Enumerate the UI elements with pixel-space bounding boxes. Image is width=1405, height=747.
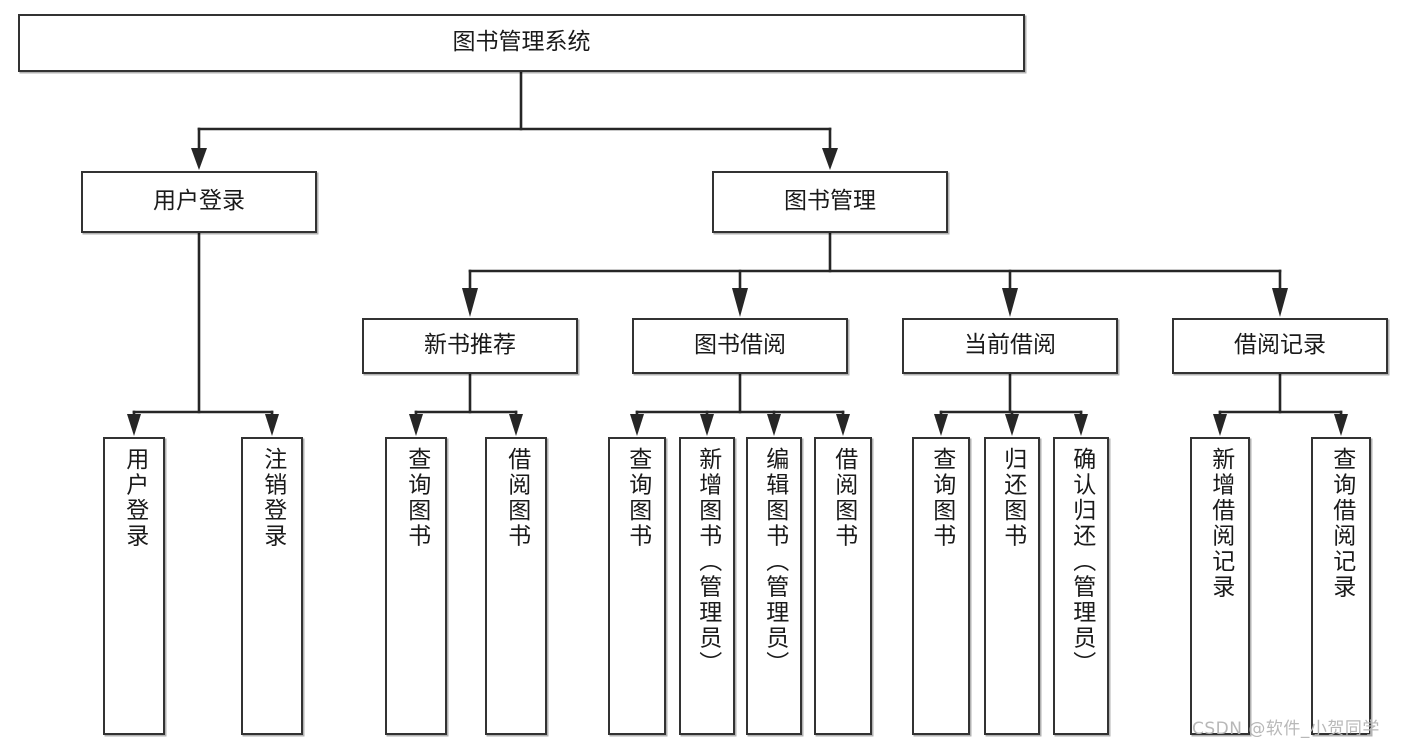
node-leaf-borrow-edit-book[interactable]: 编辑图书（管理员） (746, 437, 802, 735)
node-leaf-borrow-add-book-label: 新增图书（管理员） (694, 447, 721, 677)
node-leaf-cur-confirm-return[interactable]: 确认归还（管理员） (1053, 437, 1109, 735)
arrowhead-icon (732, 288, 748, 317)
node-leaf-borrow-lend-book[interactable]: 借阅图书 (814, 437, 872, 735)
arrowhead-icon (1002, 288, 1018, 317)
arrowhead-icon (822, 148, 838, 170)
node-root-label: 图书管理系统 (452, 29, 591, 56)
arrowhead-icon (409, 414, 423, 436)
node-leaf-user-logout-label: 注销登录 (259, 447, 286, 549)
node-borrow-record-label: 借阅记录 (1234, 332, 1326, 359)
arrowhead-icon (934, 414, 948, 436)
node-borrow-record[interactable]: 借阅记录 (1172, 318, 1388, 374)
node-leaf-cur-return-book[interactable]: 归还图书 (984, 437, 1040, 735)
node-current-borrow-label: 当前借阅 (964, 332, 1056, 359)
node-leaf-borrow-query-book[interactable]: 查询图书 (608, 437, 666, 735)
node-leaf-cur-return-book-label: 归还图书 (999, 447, 1026, 549)
arrowhead-icon (462, 288, 478, 317)
node-current-borrow[interactable]: 当前借阅 (902, 318, 1118, 374)
node-leaf-borrow-query-book-label: 查询图书 (624, 447, 651, 549)
node-leaf-user-logout[interactable]: 注销登录 (241, 437, 303, 735)
node-leaf-cur-confirm-return-label: 确认归还（管理员） (1068, 447, 1095, 677)
arrowhead-icon (127, 414, 141, 436)
node-root[interactable]: 图书管理系统 (18, 14, 1025, 72)
watermark-text: CSDN @软件_小贺同学 (1192, 719, 1380, 739)
node-leaf-user-login[interactable]: 用户登录 (103, 437, 165, 735)
node-new-book-rec-label: 新书推荐 (424, 332, 516, 359)
arrowhead-icon (700, 414, 714, 436)
node-leaf-cur-query-book[interactable]: 查询图书 (912, 437, 970, 735)
node-leaf-borrow-edit-book-label: 编辑图书（管理员） (761, 447, 788, 677)
node-leaf-rec-borrow-book-label: 借阅图书 (503, 447, 530, 549)
node-book-borrow[interactable]: 图书借阅 (632, 318, 848, 374)
arrowhead-icon (630, 414, 644, 436)
node-book-manage[interactable]: 图书管理 (712, 171, 948, 233)
node-leaf-rec-query-record[interactable]: 查询借阅记录 (1311, 437, 1371, 735)
node-leaf-rec-query-record-label: 查询借阅记录 (1328, 447, 1355, 600)
node-leaf-user-login-label: 用户登录 (121, 447, 148, 549)
node-leaf-borrow-lend-book-label: 借阅图书 (830, 447, 857, 549)
node-leaf-borrow-add-book[interactable]: 新增图书（管理员） (679, 437, 735, 735)
node-leaf-rec-add-record-label: 新增借阅记录 (1207, 447, 1234, 600)
node-book-borrow-label: 图书借阅 (694, 332, 786, 359)
node-user-login[interactable]: 用户登录 (81, 171, 317, 233)
node-leaf-cur-query-book-label: 查询图书 (928, 447, 955, 549)
arrowhead-icon (191, 148, 207, 170)
arrowhead-icon (265, 414, 279, 436)
arrowhead-icon (1074, 414, 1088, 436)
node-book-manage-label: 图书管理 (784, 188, 876, 215)
arrowhead-icon (1272, 288, 1288, 317)
node-user-login-label: 用户登录 (153, 188, 245, 215)
arrowhead-icon (767, 414, 781, 436)
arrowhead-icon (1005, 414, 1019, 436)
arrowhead-icon (509, 414, 523, 436)
node-leaf-rec-query-book-label: 查询图书 (403, 447, 430, 549)
arrowhead-icon (1213, 414, 1227, 436)
arrowhead-icon (836, 414, 850, 436)
node-leaf-rec-add-record[interactable]: 新增借阅记录 (1190, 437, 1250, 735)
node-leaf-rec-query-book[interactable]: 查询图书 (385, 437, 447, 735)
arrowhead-icon (1334, 414, 1348, 436)
node-leaf-rec-borrow-book[interactable]: 借阅图书 (485, 437, 547, 735)
node-new-book-rec[interactable]: 新书推荐 (362, 318, 578, 374)
